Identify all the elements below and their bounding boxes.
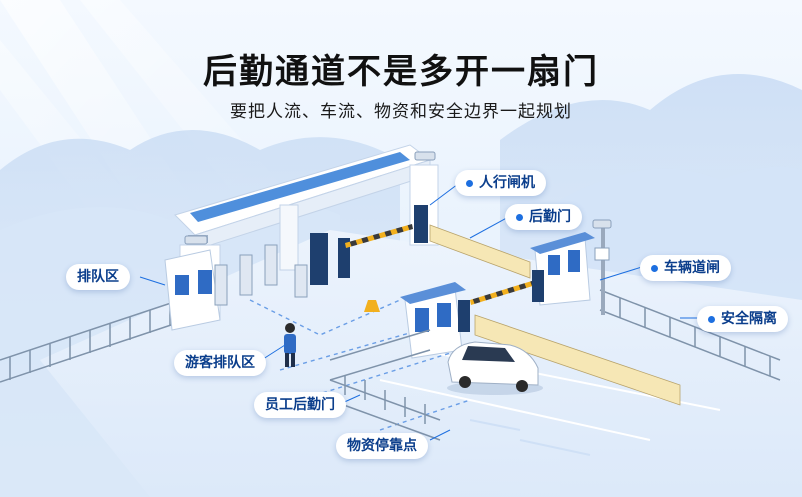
cctv-pole: [184, 151, 612, 315]
right-fence: [599, 289, 781, 381]
yellow-fence: [429, 224, 681, 406]
ground-plaza: [40, 230, 802, 497]
label-visitor-queue-text: 游客排队区: [185, 355, 255, 371]
label-security-fence: 安全隔离: [697, 306, 788, 332]
label-vehicle-gate: 车辆道闸: [640, 255, 731, 281]
page-subtitle: 要把人流、车流、物资和安全边界一起规划: [230, 102, 572, 122]
label-material-stop-text: 物资停靠点: [347, 438, 417, 454]
label-person-gate-text: 人行闸机: [479, 175, 535, 191]
person-figure: [284, 323, 296, 367]
label-person-gate: 人行闸机: [455, 170, 546, 196]
label-queue-area: 排队区: [66, 264, 130, 290]
label-vehicle-gate-text: 车辆道闸: [664, 260, 720, 276]
label-material-stop: 物资停靠点: [336, 433, 428, 459]
label-back-gate: 后勤门: [505, 204, 582, 230]
label-staff-back-gate-text: 员工后勤门: [265, 397, 335, 413]
label-staff-back-gate: 员工后勤门: [254, 392, 346, 418]
right-guard-booths: [400, 232, 595, 359]
label-back-gate-text: 后勤门: [529, 209, 571, 225]
page-title: 后勤通道不是多开一扇门: [203, 52, 599, 92]
label-security-fence-text: 安全隔离: [721, 311, 777, 327]
turnstiles: [214, 205, 428, 306]
front-fence: [329, 329, 441, 441]
label-queue-area-text: 排队区: [77, 269, 119, 285]
white-car: [447, 341, 543, 395]
label-visitor-queue: 游客排队区: [174, 350, 266, 376]
